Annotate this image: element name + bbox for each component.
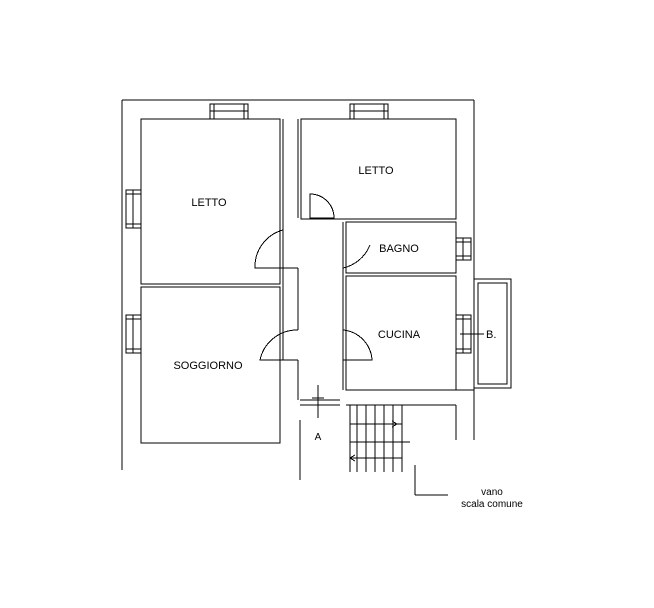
staircase: [349, 405, 448, 496]
door-letto-left: [254, 229, 298, 269]
window-left-upper: [125, 189, 142, 229]
window-top-left: [209, 103, 249, 120]
room-label-letto-right: LETTO: [358, 165, 394, 177]
door-letto-right: [309, 193, 335, 219]
entrance-door: [312, 385, 324, 418]
entrance-marker: A: [315, 432, 322, 443]
door-bagno: [342, 230, 371, 269]
window-bagno: [455, 237, 472, 261]
room-label-bagno: BAGNO: [379, 243, 419, 255]
stair-note-line1: vano: [481, 487, 503, 498]
door-soggiorno: [259, 329, 299, 361]
room-label-cucina: CUCINA: [378, 329, 421, 341]
room-label-letto-left: LETTO: [191, 197, 227, 209]
corridor-walls: [282, 119, 474, 440]
room-label-soggiorno: SOGGIORNO: [173, 360, 243, 372]
door-cucina: [342, 329, 373, 361]
window-left-lower: [125, 314, 142, 354]
room-soggiorno: [140, 286, 281, 444]
window-top-right: [349, 103, 389, 120]
stair-note-line2: scala comune: [461, 499, 523, 510]
balcony-label: B.: [486, 329, 496, 341]
outer-walls: [121, 99, 475, 480]
